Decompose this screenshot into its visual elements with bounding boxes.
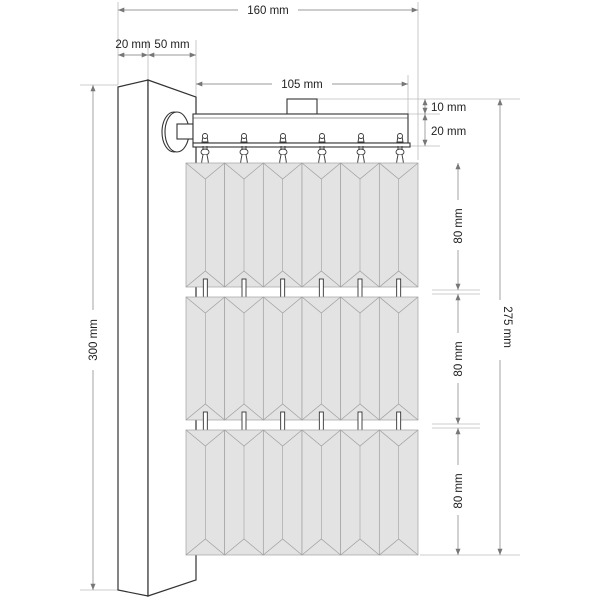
slat-connector (241, 411, 247, 433)
slat-connector (318, 278, 324, 300)
dim-wall-offset: 20 mm (115, 39, 150, 51)
dimension-labels: 160 mm 20 mm 50 mm 105 mm 10 mm 20 mm 30… (86, 2, 513, 515)
slat-hook (239, 133, 249, 167)
slat-hook (278, 133, 288, 167)
dim-panel-height-3: 80 mm (453, 473, 465, 508)
head-rail (192, 98, 411, 148)
slat-connector (280, 278, 286, 300)
dim-total-drop: 275 mm (501, 306, 513, 348)
slat-hook (395, 133, 405, 167)
wall-post (117, 79, 197, 597)
blind-panels (185, 162, 419, 556)
slat-connector (318, 411, 324, 433)
slat-connector (202, 278, 208, 300)
dim-knob-height: 10 mm (431, 102, 466, 114)
slat-connector (202, 411, 208, 433)
slat-hook (200, 133, 210, 167)
wall-bracket (161, 111, 194, 153)
dim-rail-height: 20 mm (431, 126, 466, 138)
panel-row (185, 296, 419, 433)
slat-hook (356, 133, 366, 167)
hooks (200, 133, 405, 167)
slat-connector (280, 411, 286, 433)
dim-bracket-depth: 50 mm (154, 39, 189, 51)
dim-panel-height-2: 80 mm (453, 341, 465, 376)
dim-panel-height-1: 80 mm (453, 208, 465, 243)
rail-knob (286, 98, 318, 115)
slat-hook (317, 133, 327, 167)
panel-row (185, 429, 419, 556)
slat-connector (396, 411, 402, 433)
dim-post-height: 300 mm (88, 319, 100, 361)
panel-row (185, 162, 419, 300)
slat-connector (241, 278, 247, 300)
dim-total-width: 160 mm (247, 5, 289, 17)
slat-connector (357, 278, 363, 300)
dim-rail-width: 105 mm (281, 79, 323, 91)
slat-connector (396, 278, 402, 300)
slat-connector (357, 411, 363, 433)
